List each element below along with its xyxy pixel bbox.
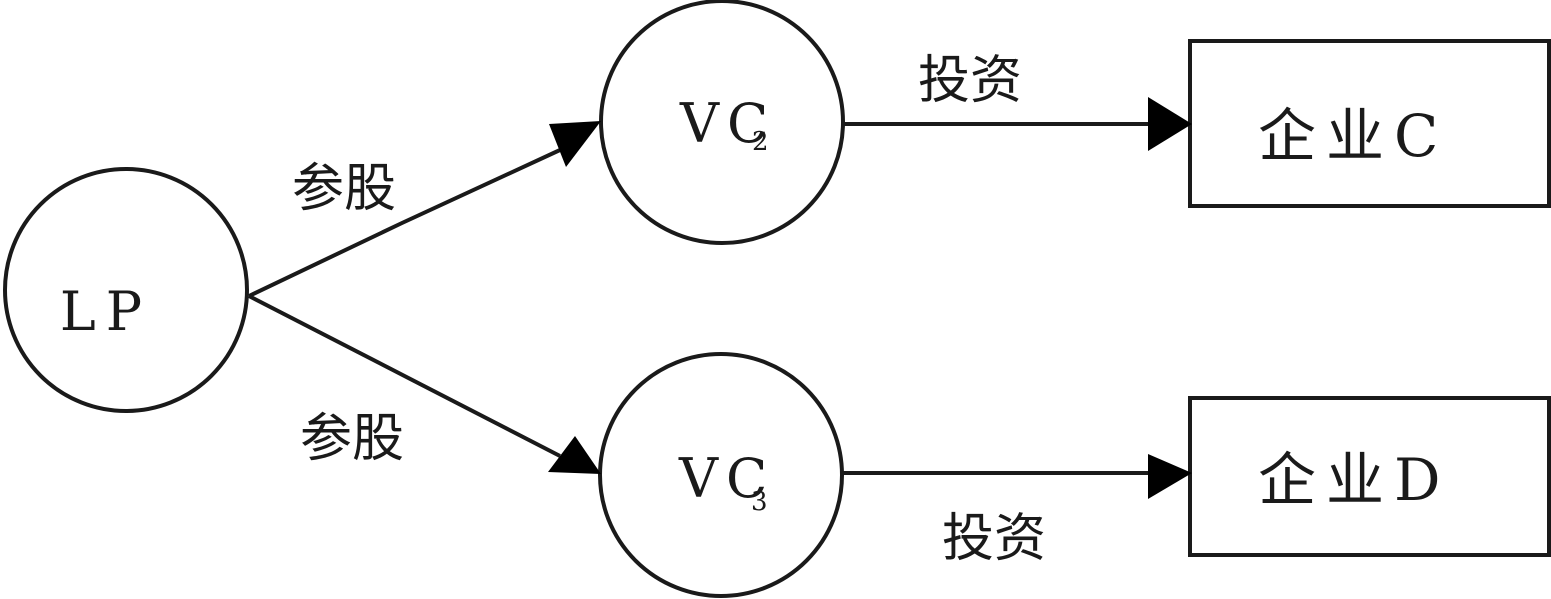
edge-vc3-company-d: 投资 <box>843 454 1192 569</box>
edge-lp-vc2-label: 参股 <box>292 159 396 219</box>
node-vc3-circle <box>598 352 844 598</box>
edge-vc2-company-c-arrowhead <box>1148 97 1192 151</box>
node-vc3-subscript: 3 <box>751 487 768 517</box>
edge-vc3-company-d-arrowhead <box>1148 454 1192 499</box>
edge-lp-vc3-arrowhead <box>548 436 601 474</box>
edge-vc2-company-c-label: 投资 <box>918 51 1022 111</box>
node-company-d-box <box>1188 396 1551 557</box>
node-company-c: 企业C <box>1188 39 1551 208</box>
edge-lp-vc3-label: 参股 <box>300 409 404 469</box>
node-vc3-label: VC <box>678 447 775 510</box>
node-vc2-subscript: 2 <box>752 127 769 157</box>
edge-lp-vc3: 参股 <box>248 294 601 474</box>
edge-lp-vc2-line <box>248 148 561 298</box>
edge-vc3-company-d-label: 投资 <box>942 509 1046 569</box>
node-company-d-label: 企业D <box>1258 446 1451 514</box>
node-vc2: VC 2 <box>599 0 845 245</box>
edge-lp-vc2-arrowhead <box>549 121 601 167</box>
node-company-c-label: 企业C <box>1258 102 1448 170</box>
node-lp: LP <box>3 167 249 413</box>
node-vc2-label: VC <box>679 92 776 155</box>
edge-lp-vc2: 参股 <box>248 121 601 298</box>
node-lp-label: LP <box>60 280 152 343</box>
edge-lp-vc3-line <box>248 294 561 458</box>
node-company-d: 企业D <box>1188 396 1551 557</box>
node-vc3: VC 3 <box>598 352 844 598</box>
edge-vc2-company-c: 投资 <box>843 51 1192 151</box>
node-lp-circle <box>3 167 249 413</box>
